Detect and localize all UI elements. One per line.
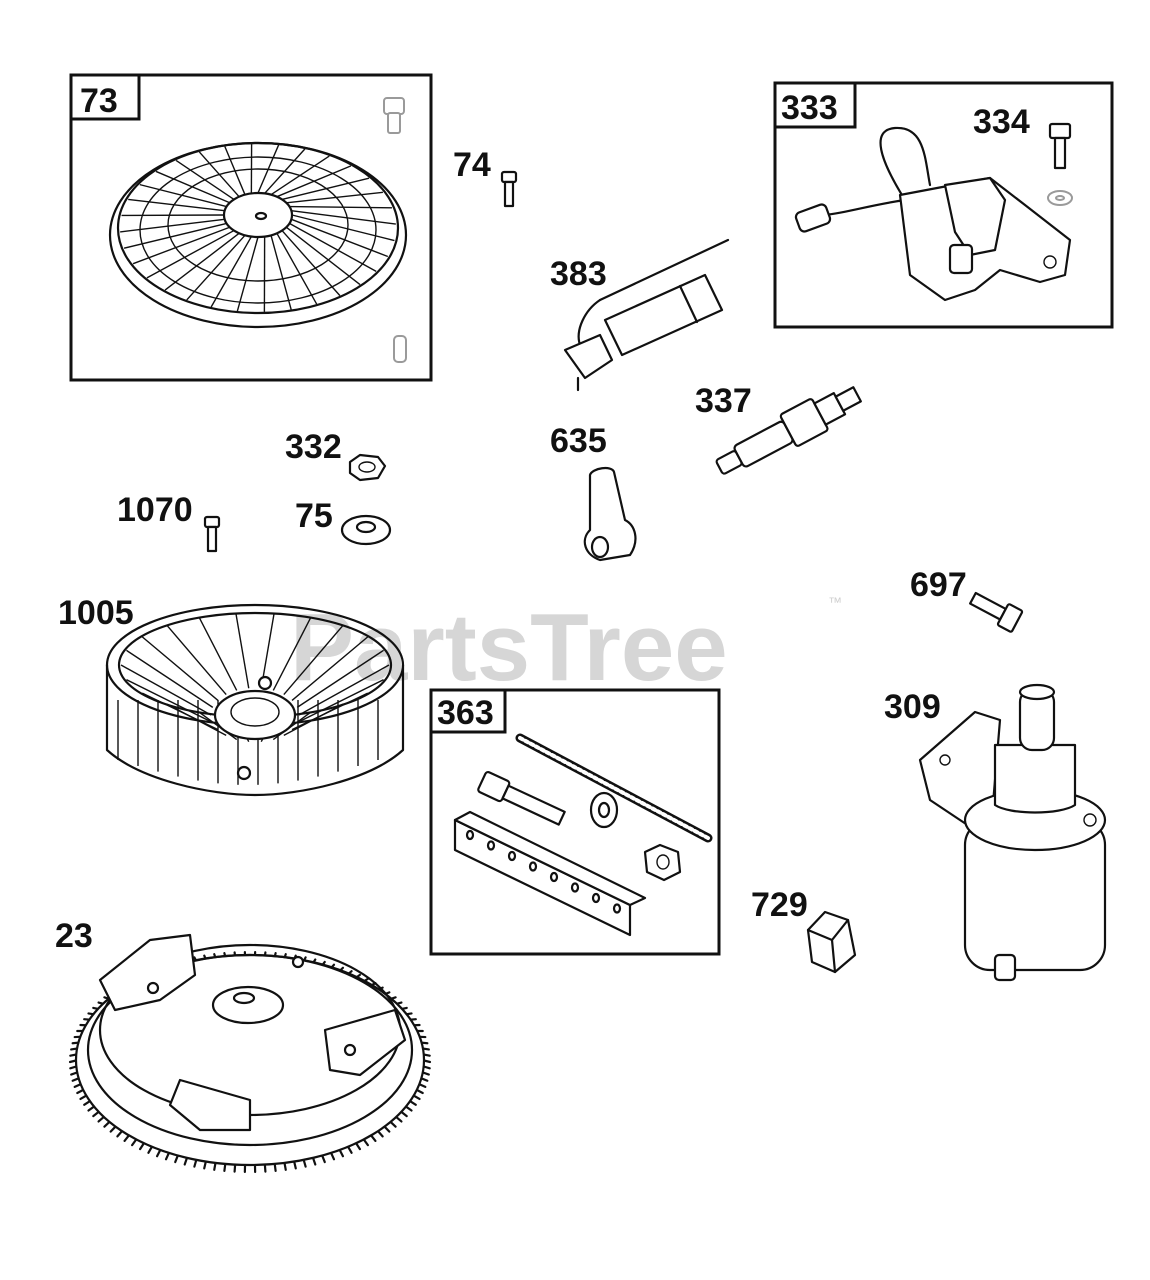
callout-729: 729 bbox=[751, 886, 808, 924]
starter-motor-illustration bbox=[918, 683, 1107, 982]
callout-73: 73 bbox=[80, 82, 118, 120]
callout-383: 383 bbox=[550, 255, 607, 293]
part-23-group[interactable]: 23 bbox=[55, 917, 432, 1174]
callout-337: 337 bbox=[695, 382, 752, 420]
part-73-bolt bbox=[383, 97, 405, 134]
part-635-group[interactable]: 635 bbox=[550, 422, 637, 562]
part-332-group[interactable]: 332 bbox=[285, 428, 387, 482]
part-363-box bbox=[429, 688, 721, 956]
part-73-pin bbox=[393, 335, 407, 363]
ignition-armature-illustration bbox=[794, 126, 1072, 302]
part-363-group[interactable]: 363 bbox=[429, 688, 721, 956]
part-73-label-box bbox=[69, 73, 141, 121]
part-74-group[interactable]: 74 bbox=[453, 146, 518, 208]
part-1005-group[interactable]: 1005 bbox=[58, 594, 405, 797]
watermark-text: PartsTree bbox=[290, 594, 728, 701]
part-363-label-box bbox=[429, 688, 507, 734]
part-334-group[interactable]: 334 bbox=[973, 103, 1073, 206]
part-1070-group[interactable]: 1070 bbox=[117, 491, 221, 553]
callout-333: 333 bbox=[781, 89, 838, 127]
part-73-group[interactable]: 73 bbox=[69, 73, 433, 382]
callout-334: 334 bbox=[973, 103, 1030, 141]
part-309-group[interactable]: 309 bbox=[884, 683, 1107, 982]
part-333-box bbox=[773, 81, 1114, 329]
callout-74: 74 bbox=[453, 146, 491, 184]
part-333-label-box bbox=[773, 81, 857, 129]
callout-23: 23 bbox=[55, 917, 93, 955]
part-337-group[interactable]: 337 bbox=[695, 378, 866, 483]
callout-309: 309 bbox=[884, 688, 941, 726]
callout-75: 75 bbox=[295, 497, 333, 535]
callout-1005: 1005 bbox=[58, 594, 134, 632]
flywheel-illustration bbox=[68, 933, 432, 1174]
callout-332: 332 bbox=[285, 428, 342, 466]
part-729-group[interactable]: 729 bbox=[751, 886, 857, 974]
part-333-group[interactable]: 333 bbox=[773, 81, 1114, 329]
fan-screen-illustration bbox=[108, 141, 408, 329]
part-383-group[interactable]: 383 bbox=[550, 238, 730, 392]
callout-635: 635 bbox=[550, 422, 607, 460]
callout-1070: 1070 bbox=[117, 491, 193, 529]
part-75-group[interactable]: 75 bbox=[295, 497, 392, 546]
callout-363: 363 bbox=[437, 694, 494, 732]
bracket-kit-illustration bbox=[453, 733, 713, 937]
part-697-group[interactable]: 697 bbox=[910, 566, 1024, 633]
watermark-trademark: ™ bbox=[828, 594, 842, 610]
flywheel-fan-illustration bbox=[105, 603, 405, 797]
part-73-box bbox=[69, 73, 433, 382]
callout-697: 697 bbox=[910, 566, 967, 604]
